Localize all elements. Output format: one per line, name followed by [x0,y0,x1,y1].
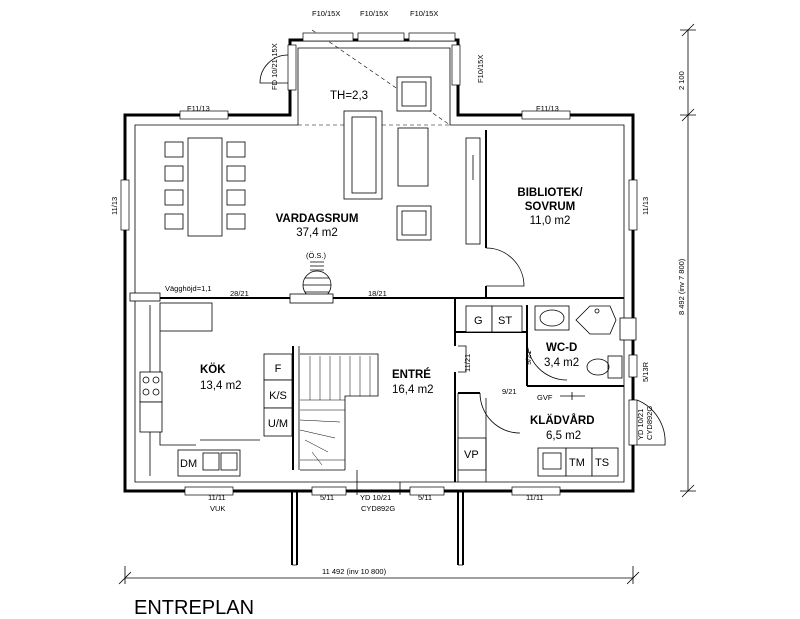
window-top-3-label: F10/15X [410,9,438,18]
side-door [628,399,666,446]
window-bottom-left-label: 11/11 [208,493,226,502]
laundry-fixtures [537,392,619,477]
fixture-um: U/M [268,418,288,430]
window-bottom-left-sub: VUK [210,504,225,513]
ceiling-height-note: TH=2,3 [330,90,368,102]
cabinet-g [465,305,493,333]
bay-windows [259,32,461,91]
window-east-wc-label: 5/13R [641,361,650,382]
fixture-ks: K/S [269,390,287,402]
half-wall-label: Vägghöjd=1,1 [165,284,212,293]
opening-2-label: 18/21 [368,289,387,298]
fireplace-label: (Ö.S.) [306,251,327,260]
window-right-bay-label: F10/15X [476,55,485,83]
dimension-depth: 8 492 (inv 7 800) [677,258,686,315]
room-kladvard-area: 6,5 m2 [546,430,581,442]
half-wall [129,292,213,446]
fixture-st: ST [498,315,512,327]
side-door-label: YD 10/21 [636,409,645,440]
dimension-lines [118,23,696,585]
fixture-g: G [474,315,483,327]
front-door-label: YD 10/21 [360,493,391,502]
dimension-width: 11 492 (inv 10 800) [322,567,387,576]
room-bibliotek-name-2: SOVRUM [525,201,575,213]
sofa-group [343,76,481,245]
window-f11-left-label: F11/13 [187,104,210,113]
window-bottom-mid-right-label: 5/11 [418,493,432,502]
dining-set [164,137,246,237]
staircase [299,353,379,471]
window-bottom-mid-left-label: 5/11 [320,493,334,502]
window-f11-right-label: F11/13 [536,104,559,113]
opening-3-label: 11/21 [463,354,472,372]
room-kladvard-name: KLÄDVÅRD [530,414,595,427]
fireplace [289,261,334,304]
fixture-dm: DM [180,458,197,470]
cabinet-st [491,305,523,333]
opening-4-label: 9/21 [524,350,533,365]
fixture-ts: TS [595,457,609,469]
kitchen [139,305,293,477]
window-west-label: 11/13 [110,197,119,215]
dimension-bay: 2 100 [677,71,686,90]
plan-title: ENTREPLAN [134,597,254,619]
opening-1-label: 28/21 [230,289,249,298]
fm-box [619,317,637,341]
room-entre-name: ENTRÉ [392,368,431,381]
fixture-f: F [275,363,282,375]
fixture-vp: VP [464,449,479,461]
fixture-gvf: GVF [537,393,553,402]
side-door-sub: CYD892G [645,406,654,440]
room-bibliotek-name-1: BIBLIOTEK/ [517,187,583,199]
room-kok-name: KÖK [200,363,226,376]
kladvard-door [479,392,521,434]
entry-cabinets [457,345,487,482]
front-porch [291,470,464,566]
room-kok-area: 13,4 m2 [200,380,242,392]
bibliotek-door [485,247,525,287]
window-bottom-right-label: 11/11 [526,493,544,502]
room-entre-area: 16,4 m2 [392,384,434,396]
door-left-bay-label: FD 10/21-15X [270,43,279,90]
window-top-2-label: F10/15X [360,9,388,18]
room-vardagsrum-name: VARDAGSRUM [276,213,359,225]
room-bibliotek-area: 11,0 m2 [530,215,571,227]
front-door-sub: CYD892G [361,504,395,513]
room-wcd-name: WC-D [546,342,577,354]
room-wcd-area: 3,4 m2 [544,357,579,369]
opening-5-label: 9/21 [502,387,517,396]
windows [120,110,638,496]
room-vardagsrum-area: 37,4 m2 [296,227,338,239]
window-top-1-label: F10/15X [312,9,340,18]
wc-fixtures [526,305,623,381]
fixture-tm: TM [569,457,585,469]
window-east-bib-label: 11/13 [641,197,650,215]
